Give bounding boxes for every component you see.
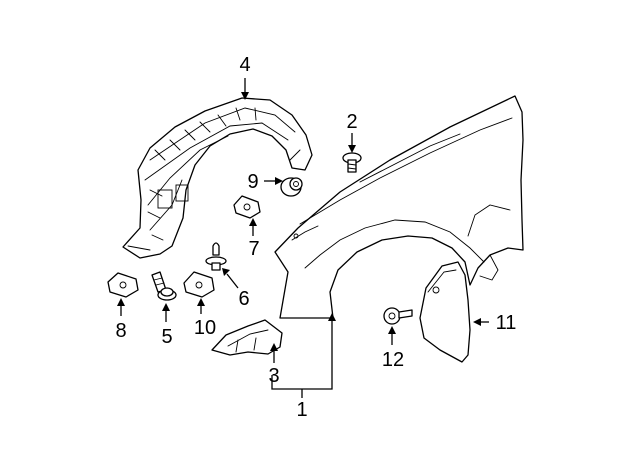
callout-6: 6 xyxy=(238,288,249,310)
callout-4: 4 xyxy=(239,54,250,76)
callout-12: 12 xyxy=(382,349,404,371)
callout-5: 5 xyxy=(161,326,172,348)
screw-part-12 xyxy=(383,307,413,325)
clip-nut-part-10 xyxy=(183,271,215,298)
callout-3: 3 xyxy=(268,365,279,387)
push-pin-part xyxy=(205,242,227,271)
grommet-part xyxy=(280,177,303,197)
fender-panel-part xyxy=(274,95,524,319)
callout-7: 7 xyxy=(248,238,259,260)
screw-part-5 xyxy=(151,271,177,301)
bracket-part xyxy=(211,319,283,356)
callout-8: 8 xyxy=(115,320,126,342)
mud-flap-part xyxy=(419,261,471,363)
bolt-part-2 xyxy=(342,152,362,173)
callout-11: 11 xyxy=(496,312,517,334)
clip-nut-part-7 xyxy=(233,195,261,219)
callout-1: 1 xyxy=(296,399,307,421)
callout-9: 9 xyxy=(247,171,258,193)
callout-10: 10 xyxy=(194,317,216,339)
fender-liner-part xyxy=(122,97,313,259)
callout-2: 2 xyxy=(346,111,357,133)
clip-nut-part-8 xyxy=(107,272,139,298)
leader-lines xyxy=(117,78,489,398)
